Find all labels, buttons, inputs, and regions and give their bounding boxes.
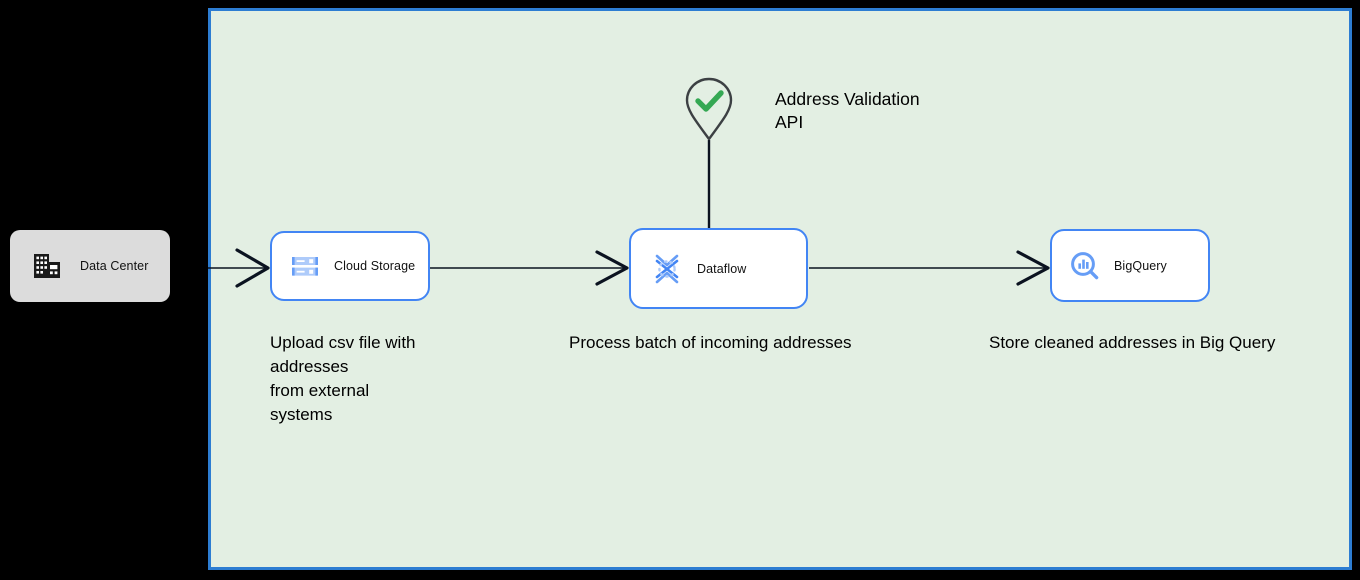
node-dataflow[interactable]: Dataflow [629, 228, 808, 309]
caption-process-batch: Process batch of incoming addresses [569, 333, 852, 352]
dataflow-icon [651, 253, 683, 285]
cloud-storage-icon [290, 251, 320, 281]
bigquery-icon [1070, 251, 1100, 281]
node-bigquery-label: BigQuery [1114, 258, 1167, 273]
caption-store-cleaned: Store cleaned addresses in Big Query [989, 333, 1276, 352]
data-center-building-icon [32, 251, 62, 281]
node-data-center[interactable]: Data Center [10, 230, 170, 302]
node-bigquery[interactable]: BigQuery [1050, 229, 1210, 302]
node-data-center-label: Data Center [80, 259, 149, 273]
caption-upload-csv: Upload csv file with addresses from exte… [270, 333, 416, 424]
node-cloud-storage-label: Cloud Storage [334, 259, 416, 273]
node-cloud-storage[interactable]: Cloud Storage [270, 231, 430, 301]
node-dataflow-label: Dataflow [697, 261, 747, 276]
map-pin-check-icon [683, 76, 735, 147]
address-validation-api-group: Address Validation API [683, 76, 920, 147]
address-validation-api-label: Address Validation API [775, 89, 920, 132]
